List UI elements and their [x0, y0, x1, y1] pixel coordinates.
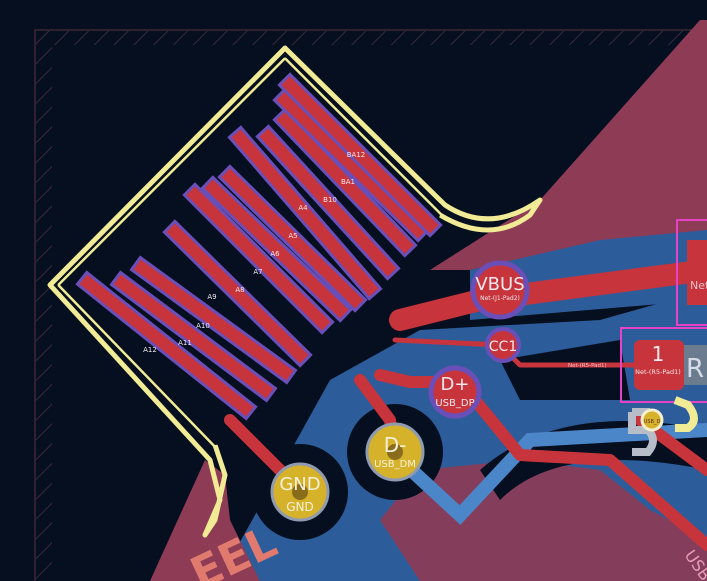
finger-pad-a6[interactable]	[221, 168, 364, 309]
finger-pad-label: A12	[143, 346, 157, 354]
pad-dminus[interactable]: D- USB_DM	[365, 422, 425, 482]
pad-dplus-label: D+	[441, 374, 470, 395]
finger-pad-b10[interactable]	[276, 111, 414, 254]
finger-pad-a4[interactable]	[259, 128, 397, 277]
pad-dplus[interactable]: D+ USB_DP	[428, 365, 482, 419]
finger-pad-a7[interactable]	[204, 179, 349, 319]
resistor-r5[interactable]: 1 Net-(R5-Pad1) R	[620, 327, 707, 403]
back-traces	[388, 423, 707, 525]
connector-finger-pads: A12 A11 A10 A9 A8 A7 A6 A5 A4 B10 BA1 BA12	[75, 72, 443, 421]
finger-pad-ba1[interactable]	[276, 91, 427, 239]
pad-vbus[interactable]: VBUS Net-(J1-Pad2)	[470, 260, 530, 320]
finger-pad-label: BA12	[347, 151, 366, 159]
pad-vbus-net: Net-(J1-Pad2)	[480, 295, 520, 302]
pad-gnd-net: GND	[286, 500, 314, 514]
finger-pad-a5[interactable]	[231, 129, 379, 297]
finger-pad-label: A8	[235, 286, 244, 294]
finger-pad-a9[interactable]	[166, 223, 309, 364]
finger-pad-ba12[interactable]	[281, 76, 439, 234]
finger-pad-label: A11	[178, 339, 192, 347]
pad-vbus-label: VBUS	[475, 274, 524, 295]
finger-pad-label: A6	[270, 250, 280, 258]
board-edge	[34, 29, 707, 581]
pad-cc1[interactable]: CC1	[485, 327, 521, 363]
front-copper-zone	[150, 20, 707, 581]
finger-pad-a11[interactable]	[113, 274, 274, 399]
r5-reference: R	[686, 354, 704, 384]
finger-pad-a8[interactable]	[186, 186, 331, 331]
pad-gnd-label: GND	[279, 474, 320, 495]
pad-gnd[interactable]: GND GND	[270, 462, 330, 522]
finger-pad-label: B10	[323, 196, 337, 204]
small-via-usb-d[interactable]: USB_D	[640, 408, 664, 432]
finger-pad-label: A4	[298, 204, 308, 212]
finger-pad-label: A7	[253, 268, 262, 276]
finger-pad-label: A5	[288, 232, 297, 240]
finger-pad-label: BA1	[341, 178, 355, 186]
r5-pad-1[interactable]	[634, 340, 684, 390]
pad-dplus-net: USB_DP	[435, 398, 474, 409]
svg-text:USB_D: USB_D	[644, 419, 661, 425]
r5-pad-net: Net-(R5-Pad1)	[635, 368, 681, 376]
net-label-partial: Net	[690, 279, 707, 292]
finger-pad-a12[interactable]	[79, 274, 254, 417]
pad-dminus-net: USB_DM	[374, 459, 416, 470]
finger-pad-label: A10	[196, 322, 210, 330]
connector-courtyard	[47, 45, 543, 538]
finger-pad-label: A9	[207, 293, 216, 301]
trace-net-label: Net-(R5-Pad1)	[568, 363, 607, 369]
component-outline-top-right: Net	[676, 219, 707, 326]
finger-pad-a10[interactable]	[133, 259, 294, 381]
pad-dminus-label: D-	[384, 433, 407, 457]
pad-cc1-label: CC1	[489, 339, 517, 355]
r5-pad-number: 1	[652, 342, 665, 366]
